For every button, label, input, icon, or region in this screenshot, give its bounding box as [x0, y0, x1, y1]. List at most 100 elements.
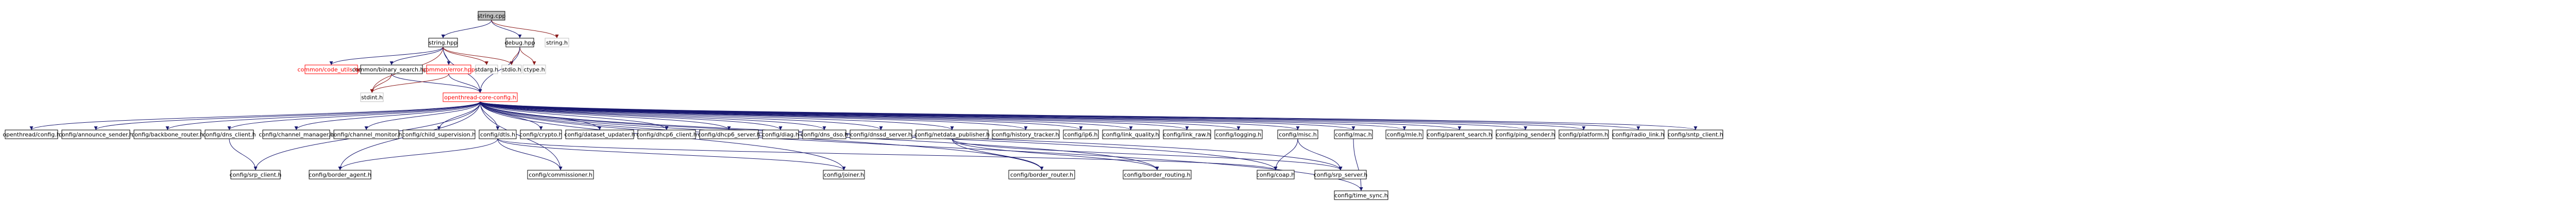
- edge-core-config-to-time-sync: [480, 101, 1363, 191]
- node-box: [699, 129, 759, 139]
- node-box: [823, 170, 865, 180]
- node-box: [637, 129, 696, 139]
- edge-core-config-to-netdata-publisher: [480, 101, 954, 131]
- graph-node-netdata-publisher[interactable]: config/netdata_publisher.h: [914, 129, 990, 139]
- graph-node-history-tracker[interactable]: config/history_tracker.h: [992, 129, 1060, 139]
- node-label: config/sntp_client.h: [1668, 132, 1723, 138]
- node-box: [360, 92, 384, 102]
- graph-node-error-hpp[interactable]: common/error.hpp: [422, 64, 475, 74]
- graph-node-coap[interactable]: config/coap.h: [1257, 170, 1295, 180]
- graph-node-border-router[interactable]: config/border_router.h: [1008, 170, 1075, 180]
- graph-node-parent-search[interactable]: config/parent_search.h: [1427, 129, 1493, 139]
- node-label: config/dhcp6_server.h: [698, 132, 760, 138]
- graph-node-announce-sender[interactable]: config/announce_sender.h: [59, 129, 133, 139]
- graph-node-ot-config[interactable]: openthread/config.h: [3, 129, 60, 139]
- node-label: config/time_sync.h: [1334, 192, 1387, 199]
- node-box: [1314, 170, 1367, 180]
- graph-node-core-config[interactable]: openthread-core-config.h: [443, 92, 518, 102]
- node-label: debug.hpp: [504, 40, 535, 46]
- node-box: [304, 64, 358, 74]
- graph-node-code-utils[interactable]: common/code_utils.hpp: [297, 64, 365, 74]
- graph-node-sntp-client[interactable]: config/sntp_client.h: [1668, 129, 1723, 139]
- node-label: string.h: [546, 40, 568, 46]
- edge-core-config-to-backbone-router: [165, 101, 481, 131]
- graph-node-radio-link[interactable]: config/radio_link.h: [1612, 129, 1665, 139]
- node-box: [505, 38, 534, 47]
- graph-node-diag[interactable]: config/diag.h: [762, 129, 799, 139]
- node-label: config/parent_search.h: [1427, 132, 1492, 138]
- graph-node-logging[interactable]: config/logging.h: [1214, 129, 1263, 139]
- graph-node-commissioner[interactable]: config/commissioner.h: [527, 170, 594, 180]
- node-box: [360, 64, 423, 74]
- edge-error-hpp-to-stdint-h: [370, 73, 449, 93]
- graph-node-dns-client[interactable]: config/dns_client.h: [202, 129, 256, 139]
- node-label: config/joiner.h: [824, 172, 864, 178]
- edge-core-config-to-dhcp6-server: [480, 101, 731, 131]
- edge-core-config-to-channel-manager: [294, 101, 481, 131]
- graph-node-platform[interactable]: config/platform.h: [1558, 129, 1609, 139]
- node-label: config/channel_manager.h: [259, 132, 333, 138]
- edge-core-config-to-channel-monitor: [364, 101, 481, 131]
- graph-node-dhcp6-client[interactable]: config/dhcp6_client.h: [636, 129, 697, 139]
- graph-node-dtls[interactable]: config/dtls.h: [479, 129, 517, 139]
- graph-node-joiner[interactable]: config/joiner.h: [823, 170, 865, 180]
- graph-node-dns-dso[interactable]: config/dns_dso.h: [801, 129, 848, 139]
- node-box: [520, 129, 562, 139]
- graph-node-border-routing[interactable]: config/border_routing.h: [1123, 170, 1192, 180]
- edge-string-cpp-to-debug-hpp: [491, 20, 522, 39]
- edge-dtls-to-joiner: [497, 138, 846, 171]
- graph-node-ip6[interactable]: config/ip6.h: [1063, 129, 1099, 139]
- graph-node-stdarg-h: stdarg.h: [475, 64, 498, 74]
- graph-node-srp-client[interactable]: config/srp_client.h: [230, 170, 282, 180]
- node-box: [1612, 129, 1665, 139]
- graph-node-binary-search[interactable]: common/binary_search.hpp: [352, 64, 431, 74]
- graph-node-border-agent[interactable]: config/border_agent.h: [309, 170, 371, 180]
- graph-node-misc[interactable]: config/misc.h: [1277, 129, 1318, 139]
- graph-node-channel-manager[interactable]: config/channel_manager.h: [259, 129, 334, 139]
- edge-string-cpp-to-string-h: [491, 20, 559, 39]
- graph-node-ctype-h: ctype.h: [522, 64, 546, 74]
- graph-node-mle[interactable]: config/mle.h: [1385, 129, 1423, 139]
- graph-node-time-sync[interactable]: config/time_sync.h: [1334, 190, 1388, 200]
- graph-node-string-hpp[interactable]: string.hpp: [428, 38, 458, 47]
- edge-core-config-to-child-supervision: [437, 101, 481, 131]
- node-label: config/channel_monitor.h: [331, 132, 402, 138]
- edge-dtls-to-coap: [497, 138, 1278, 171]
- node-box: [545, 38, 569, 47]
- node-label: config/link_quality.h: [1103, 132, 1159, 138]
- graph-node-stdint-h: stdint.h: [360, 92, 384, 102]
- edge-core-config-to-announce-sender: [94, 101, 481, 131]
- graph-node-backbone-router[interactable]: config/backbone_router.h: [131, 129, 204, 139]
- node-label: config/dns_dso.h: [801, 132, 848, 138]
- node-label: common/binary_search.hpp: [352, 67, 431, 73]
- edge-error-hpp-to-core-config: [448, 73, 482, 93]
- graph-node-stdio-h: stdio.h: [501, 64, 522, 74]
- graph-node-mac[interactable]: config/mac.h: [1334, 129, 1373, 139]
- node-box: [527, 170, 594, 180]
- node-box: [1385, 129, 1423, 139]
- node-box: [1558, 129, 1609, 139]
- graph-node-srp-server[interactable]: config/srp_server.h: [1314, 170, 1367, 180]
- edge-core-config-to-ot-config: [29, 101, 481, 131]
- edge-debug-hpp-to-stdio-h: [510, 46, 520, 66]
- node-box: [133, 129, 201, 139]
- node-box: [1008, 170, 1075, 180]
- graph-node-crypto[interactable]: config/crypto.h: [520, 129, 563, 139]
- graph-node-link-quality[interactable]: config/link_quality.h: [1102, 129, 1160, 139]
- graph-node-ping-sender[interactable]: config/ping_sender.h: [1496, 129, 1555, 139]
- graph-node-channel-monitor[interactable]: config/channel_monitor.h: [331, 129, 402, 139]
- graph-node-dnssd-server[interactable]: config/dnssd_server.h: [850, 129, 912, 139]
- graph-node-debug-hpp[interactable]: debug.hpp: [504, 38, 535, 47]
- graph-node-child-supervision[interactable]: config/child_supervision.h: [402, 129, 476, 139]
- graph-node-dhcp6-server[interactable]: config/dhcp6_server.h: [698, 129, 760, 139]
- graph-node-link-raw[interactable]: config/link_raw.h: [1163, 129, 1211, 139]
- graph-node-string-cpp[interactable]: string.cpp: [477, 11, 506, 21]
- edge-core-config-to-dns-client: [227, 101, 481, 131]
- node-label: string.hpp: [429, 40, 457, 46]
- nodes-layer: string.cpp string.hpp debug.hpp string.h com…: [3, 11, 1723, 200]
- node-label: config/backbone_router.h: [131, 132, 204, 138]
- graph-node-dataset-updater[interactable]: config/dataset_updater.h: [564, 129, 635, 139]
- node-box: [1427, 129, 1493, 139]
- node-box: [479, 129, 517, 139]
- edge-core-config-to-diag: [480, 101, 783, 131]
